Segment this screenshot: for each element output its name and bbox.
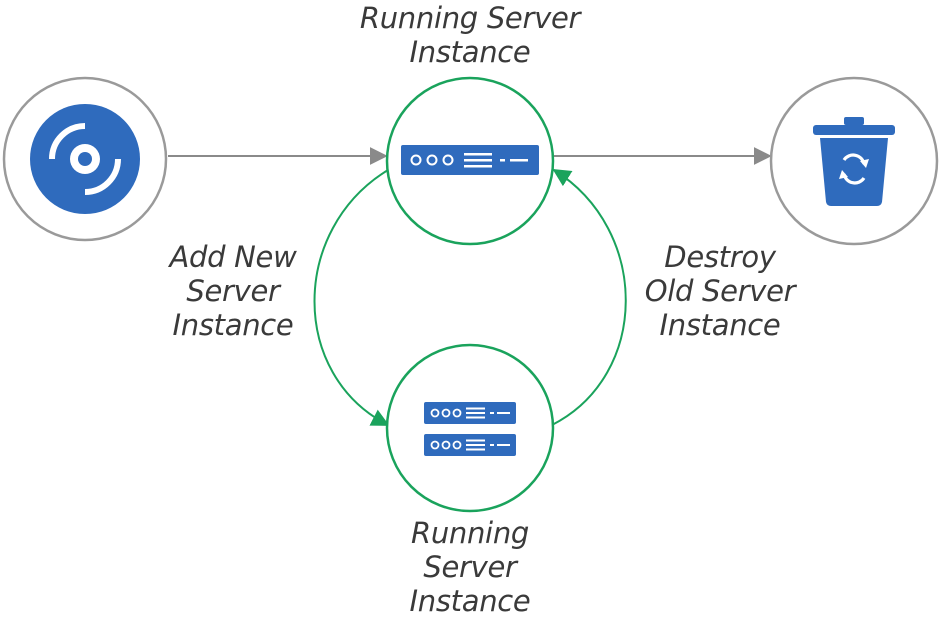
disc-image-icon xyxy=(30,104,140,214)
label-line: Old Server xyxy=(644,274,796,308)
destroy-old-instance-label: Destroy Old Server Instance xyxy=(625,240,815,342)
label-line: Server xyxy=(423,550,517,584)
source-node xyxy=(2,76,168,242)
label-line: Running Server xyxy=(359,1,581,35)
running-instance-node-top xyxy=(385,76,555,246)
arrow-destroy-old-instance xyxy=(551,169,627,426)
server-stack-icon xyxy=(424,402,516,456)
destination-node xyxy=(769,76,939,246)
label-line: Running xyxy=(410,516,530,550)
label-line: Instance xyxy=(409,35,531,69)
server-unit-upper xyxy=(424,402,516,424)
recycle-arrows-icon xyxy=(839,153,869,185)
recycle-bin-icon xyxy=(813,117,895,206)
server-unit-lower xyxy=(424,434,516,456)
label-line: Instance xyxy=(172,308,294,342)
label-line: Server xyxy=(186,274,280,308)
add-new-instance-label: Add New Server Instance xyxy=(138,240,328,342)
label-line: Instance xyxy=(659,308,781,342)
label-line: Destroy xyxy=(664,240,776,274)
running-instance-top-label: Running Server Instance xyxy=(330,1,610,69)
server-icon xyxy=(401,145,539,175)
running-instance-node-bottom xyxy=(385,343,555,513)
running-instance-bottom-label: Running Server Instance xyxy=(380,516,560,618)
label-line: Add New xyxy=(169,240,297,274)
arrow-add-new-instance xyxy=(313,169,390,426)
label-line: Instance xyxy=(409,584,531,618)
